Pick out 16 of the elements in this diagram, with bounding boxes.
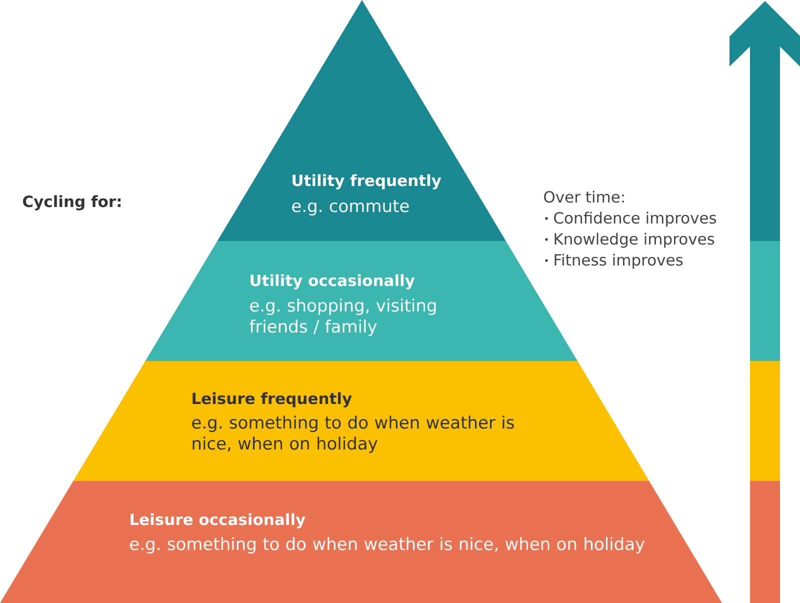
tier-description: e.g. something to do when weather is nice, when on holiday: [130, 537, 645, 554]
bullet-item: Confidence improves: [554, 212, 716, 227]
pyramid-tier: [72, 361, 650, 482]
tier-description: e.g. shopping, visiting friends / family: [250, 298, 436, 336]
note-heading: Over time:: [544, 190, 624, 203]
tier-description: e.g. commute: [292, 200, 409, 216]
pyramid-tier: [216, 0, 506, 242]
bullet-item: Fitness improves: [554, 254, 683, 269]
tier-heading: Utility frequently: [292, 174, 442, 190]
side-label: Cycling for:: [22, 195, 121, 210]
tier-description: e.g. something to do when weather is nice, when on holiday: [192, 416, 514, 454]
bullet-item: Knowledge improves: [554, 232, 714, 248]
pyramid-tier: [0, 481, 722, 603]
tier-heading: Utility occasionally: [250, 274, 415, 290]
tier-heading: Leisure occasionally: [130, 513, 306, 528]
tier-heading: Leisure frequently: [192, 392, 352, 408]
